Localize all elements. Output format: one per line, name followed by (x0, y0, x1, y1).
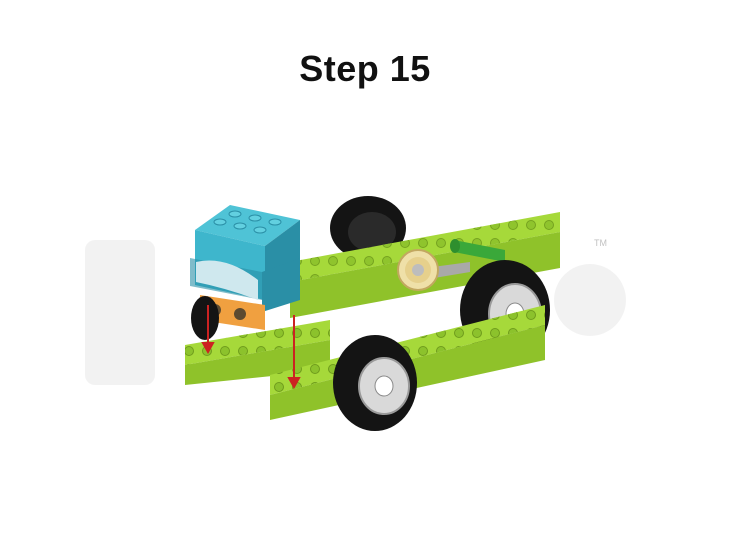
step-title: Step 15 (299, 48, 431, 89)
rear-wheel-back (330, 196, 406, 260)
placement-arrows (201, 305, 301, 390)
crown-gear (397, 249, 439, 291)
green-axle (450, 239, 505, 262)
trademark-mark: TM (594, 238, 607, 248)
smart-hub (190, 205, 300, 312)
watermark (85, 240, 626, 385)
rear-left-wheel (191, 296, 219, 340)
svg-text:TM: TM (594, 238, 607, 248)
front-wheel (333, 335, 417, 431)
